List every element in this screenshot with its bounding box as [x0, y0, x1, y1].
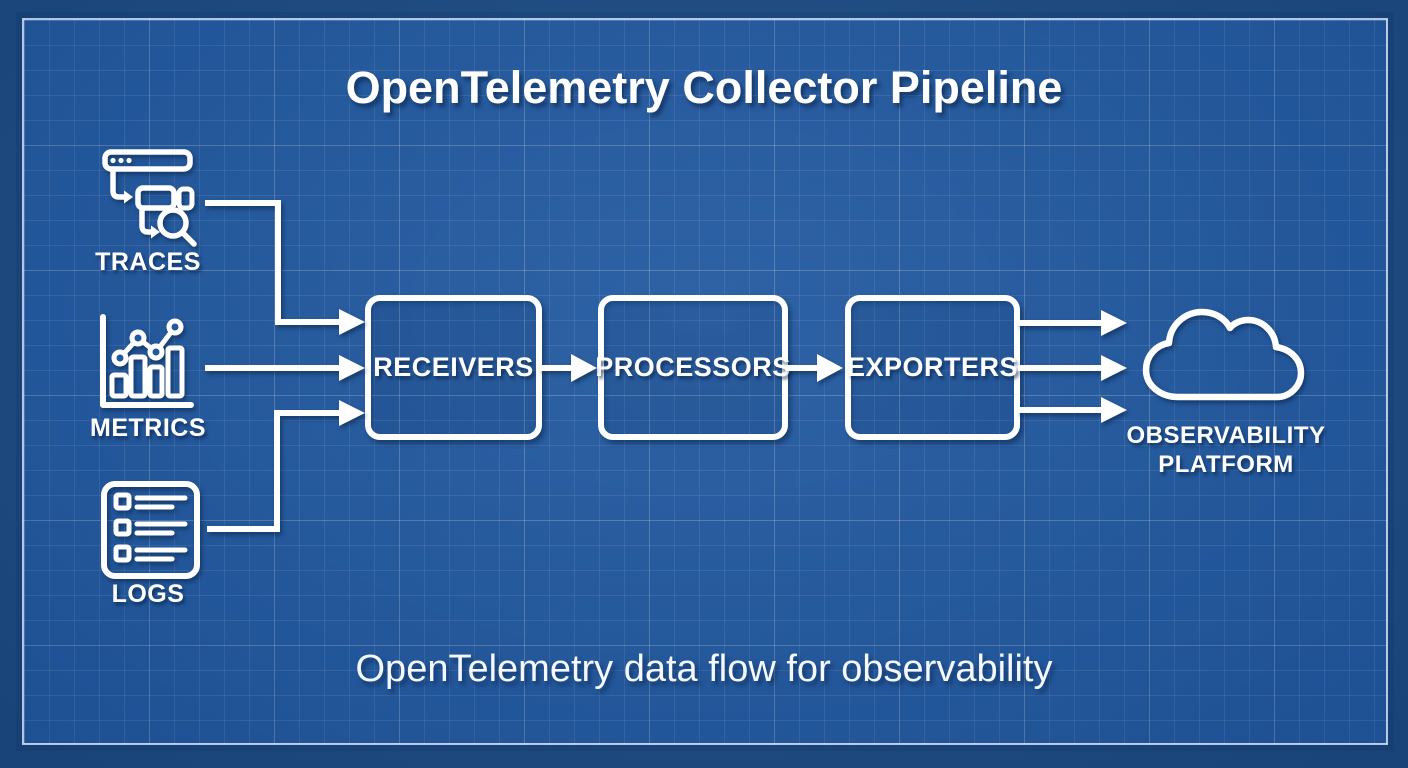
traces-icon — [102, 149, 197, 247]
metrics-label: METRICS — [90, 414, 206, 442]
processors-box: PROCESSORS — [595, 295, 791, 440]
processors-label: PROCESSORS — [595, 352, 791, 382]
receivers-label: RECEIVERS — [373, 352, 534, 382]
exporters-label: EXPORTERS — [846, 352, 1019, 382]
logs-icon — [101, 481, 200, 579]
platform-label-line1: OBSERVABILITY — [1126, 422, 1326, 449]
exporters-box: EXPORTERS — [845, 295, 1020, 440]
cloud-icon — [1142, 308, 1305, 401]
traces-label: TRACES — [95, 248, 201, 276]
metrics-icon — [100, 314, 194, 408]
diagram-subtitle: OpenTelemetry data flow for observabilit… — [355, 648, 1053, 690]
platform-label-line2: PLATFORM — [1158, 451, 1294, 478]
diagram-title: OpenTelemetry Collector Pipeline — [345, 62, 1063, 113]
logs-label: LOGS — [111, 580, 185, 608]
blueprint-frame — [22, 18, 1388, 745]
platform-label: OBSERVABILITY PLATFORM — [1115, 421, 1337, 479]
receivers-box: RECEIVERS — [365, 295, 542, 440]
